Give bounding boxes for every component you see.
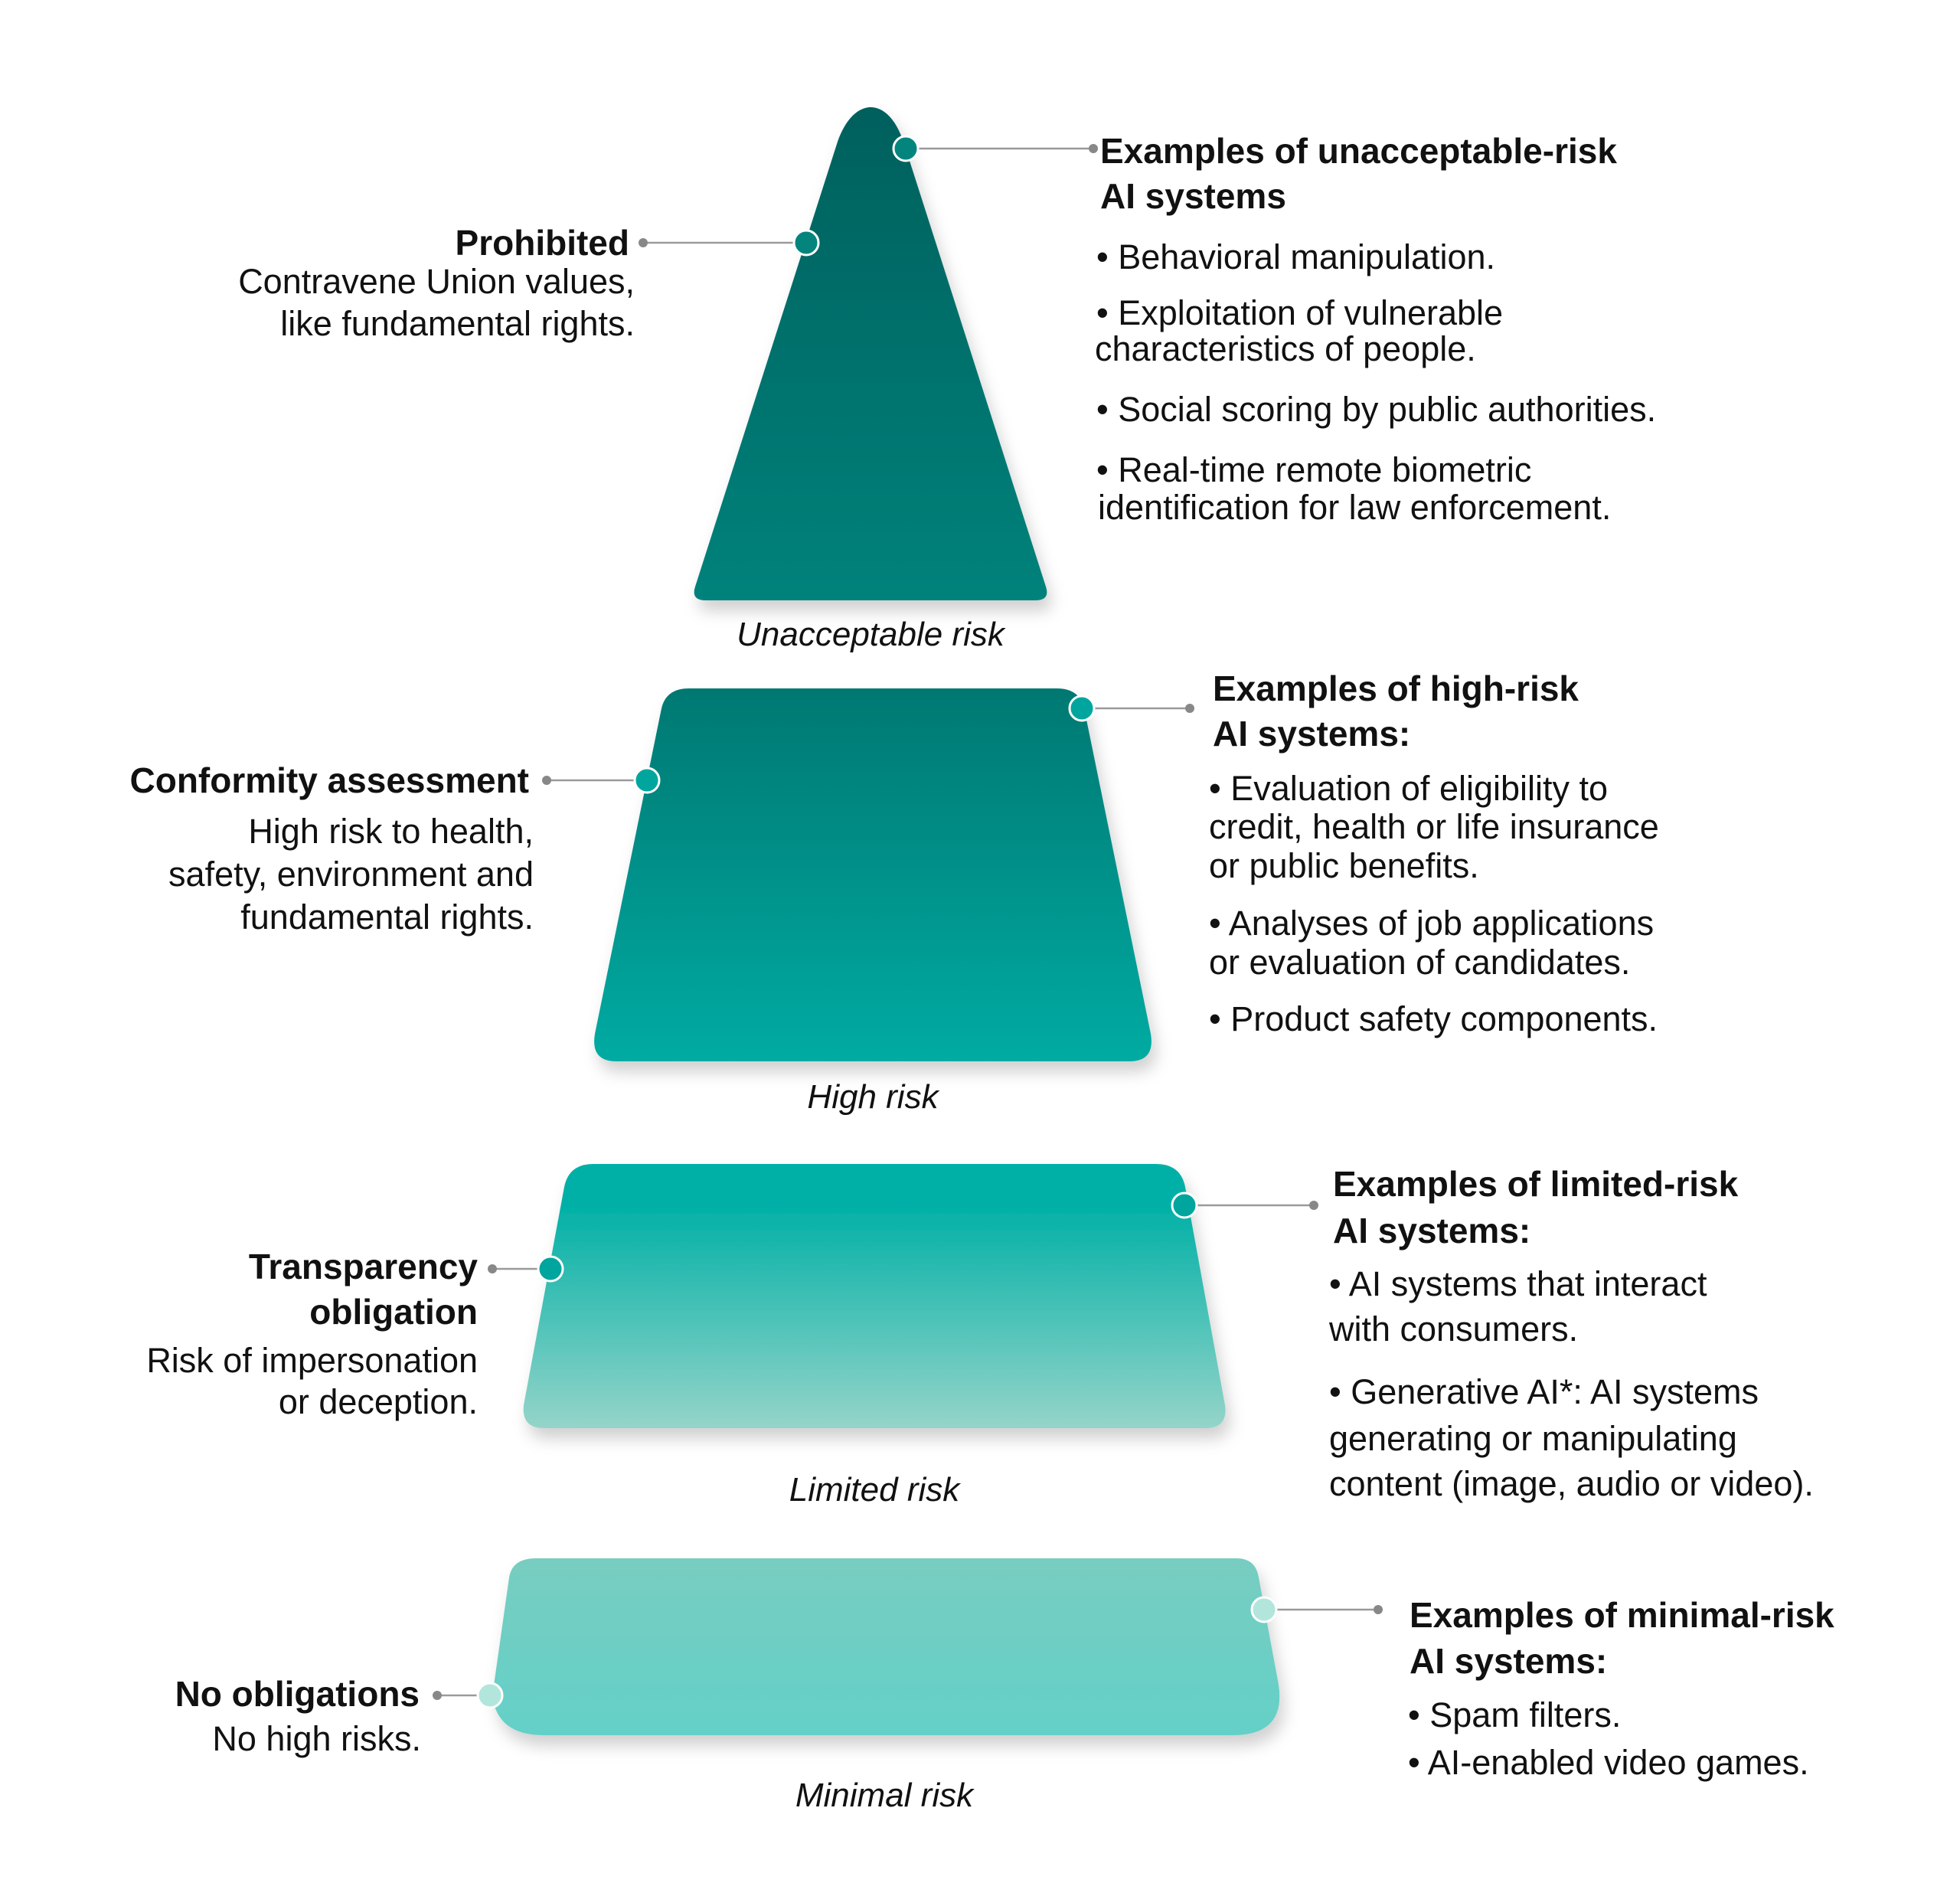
example-bullet: identification for law enforcement. <box>1098 488 1612 527</box>
example-bullet: generating or manipulating <box>1329 1419 1737 1458</box>
example-bullet: • Generative AI*: AI systems <box>1329 1372 1759 1411</box>
obligation-title: obligation <box>309 1292 478 1332</box>
obligation-description: Contravene Union values, <box>238 262 635 301</box>
example-bullet: • AI-enabled video games. <box>1408 1743 1809 1782</box>
example-bullet: • Real-time remote biometric <box>1096 450 1532 489</box>
obligation-description: or deception. <box>278 1382 478 1421</box>
examples-heading: AI systems: <box>1333 1211 1531 1250</box>
connector-anchor-dots <box>476 135 1278 1709</box>
obligation-description: No high risks. <box>212 1719 421 1758</box>
tier-shape-high <box>594 688 1152 1061</box>
obligation-description: Risk of impersonation <box>146 1341 478 1380</box>
connector-end-dots <box>433 144 1383 1700</box>
examples-heading: AI systems: <box>1213 714 1411 754</box>
examples-heading: Examples of high-risk <box>1213 669 1579 708</box>
example-bullet: with consumers. <box>1329 1309 1579 1349</box>
examples-heading: Examples of unacceptable-risk <box>1100 131 1617 171</box>
tier-shape-limited <box>523 1164 1226 1428</box>
example-bullet: characteristics of people. <box>1095 329 1476 368</box>
obligation-title: Transparency <box>248 1247 478 1286</box>
example-bullet: • AI systems that interact <box>1329 1264 1707 1303</box>
tier-label-high: High risk <box>807 1078 939 1116</box>
obligation-title: No obligations <box>175 1674 420 1714</box>
obligation-description: fundamental rights. <box>240 897 534 937</box>
example-bullet: • Social scoring by public authorities. <box>1096 390 1657 429</box>
tier-shape-minimal <box>492 1558 1280 1735</box>
example-bullet: • Spam filters. <box>1408 1695 1622 1734</box>
obligation-title: Prohibited <box>455 223 629 263</box>
tier-label-unacceptable: Unacceptable risk <box>737 616 1004 653</box>
example-bullet: • Exploitation of vulnerable <box>1096 293 1504 332</box>
examples-heading: Examples of limited-risk <box>1333 1164 1739 1204</box>
example-bullet: content (image, audio or video). <box>1329 1464 1814 1503</box>
example-bullet: • Product safety components. <box>1209 999 1658 1038</box>
tier-label-minimal: Minimal risk <box>795 1777 974 1814</box>
examples-heading: AI systems: <box>1410 1641 1608 1681</box>
example-bullet: • Analyses of job applications <box>1209 904 1655 943</box>
example-bullet: or evaluation of candidates. <box>1209 943 1631 982</box>
obligation-title: Conformity assessment <box>129 760 530 800</box>
examples-heading: Examples of minimal-risk <box>1410 1595 1834 1635</box>
example-bullet: • Behavioral manipulation. <box>1096 237 1496 276</box>
example-bullet: • Evaluation of eligibility to <box>1209 769 1609 808</box>
tier-shape-unacceptable <box>694 107 1047 600</box>
obligation-description: High risk to health, <box>248 812 534 851</box>
obligation-description: like fundamental rights. <box>280 304 635 343</box>
examples-heading: AI systems <box>1100 176 1286 216</box>
example-bullet: credit, health or life insurance <box>1209 807 1659 846</box>
example-bullet: or public benefits. <box>1209 846 1479 885</box>
tier-label-limited: Limited risk <box>789 1471 960 1509</box>
obligation-description: safety, environment and <box>168 855 534 894</box>
